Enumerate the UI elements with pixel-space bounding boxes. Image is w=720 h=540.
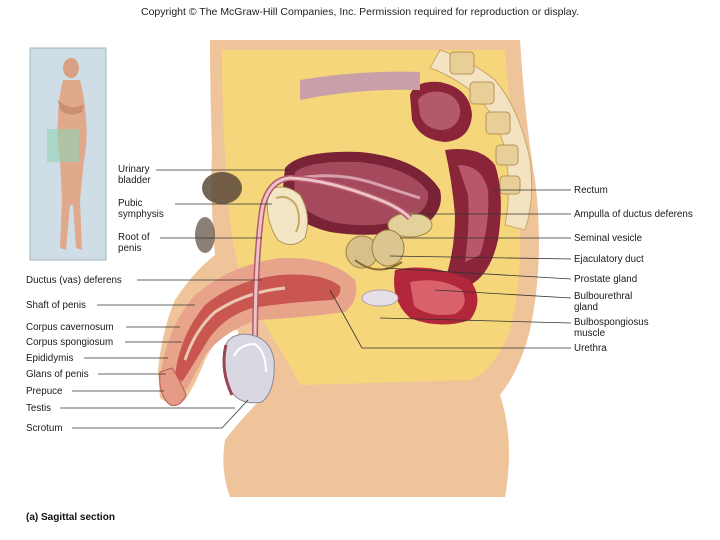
- label-root-of-penis: Root of penis: [118, 232, 162, 254]
- label-urinary-bladder: Urinary bladder: [118, 164, 178, 186]
- label-glans-of-penis: Glans of penis: [26, 369, 89, 380]
- testis: [224, 334, 274, 403]
- figure-caption: (a) Sagittal section: [26, 512, 115, 523]
- label-scrotum: Scrotum: [26, 423, 62, 434]
- label-rectum: Rectum: [574, 185, 608, 196]
- label-bulbourethral-gland: Bulbourethral gland: [574, 291, 654, 313]
- label-prepuce: Prepuce: [26, 386, 63, 397]
- label-bulbospongiosus-muscle: Bulbospongiosus muscle: [574, 317, 654, 339]
- label-urethra: Urethra: [574, 343, 607, 354]
- label-shaft-of-penis: Shaft of penis: [26, 300, 86, 311]
- caption-letter: (a): [26, 512, 38, 523]
- label-corpus-spongiosum: Corpus spongiosum: [26, 337, 113, 348]
- label-ejaculatory-duct: Ejaculatory duct: [574, 254, 644, 265]
- label-ampulla: Ampulla of ductus deferens: [574, 209, 693, 220]
- caption-text: Sagittal section: [41, 512, 115, 523]
- inset-highlight-box: [47, 129, 79, 162]
- label-ductus-deferens: Ductus (vas) deferens: [26, 275, 122, 286]
- label-seminal-vesicle: Seminal vesicle: [574, 233, 642, 244]
- label-epididymis: Epididymis: [26, 353, 73, 364]
- label-testis: Testis: [26, 403, 51, 414]
- inset-figure: [30, 48, 106, 260]
- label-corpus-cavernosum: Corpus cavernosum: [26, 322, 114, 333]
- label-pubic-symphysis: Pubic symphysis: [118, 198, 180, 220]
- label-prostate-gland: Prostate gland: [574, 274, 637, 285]
